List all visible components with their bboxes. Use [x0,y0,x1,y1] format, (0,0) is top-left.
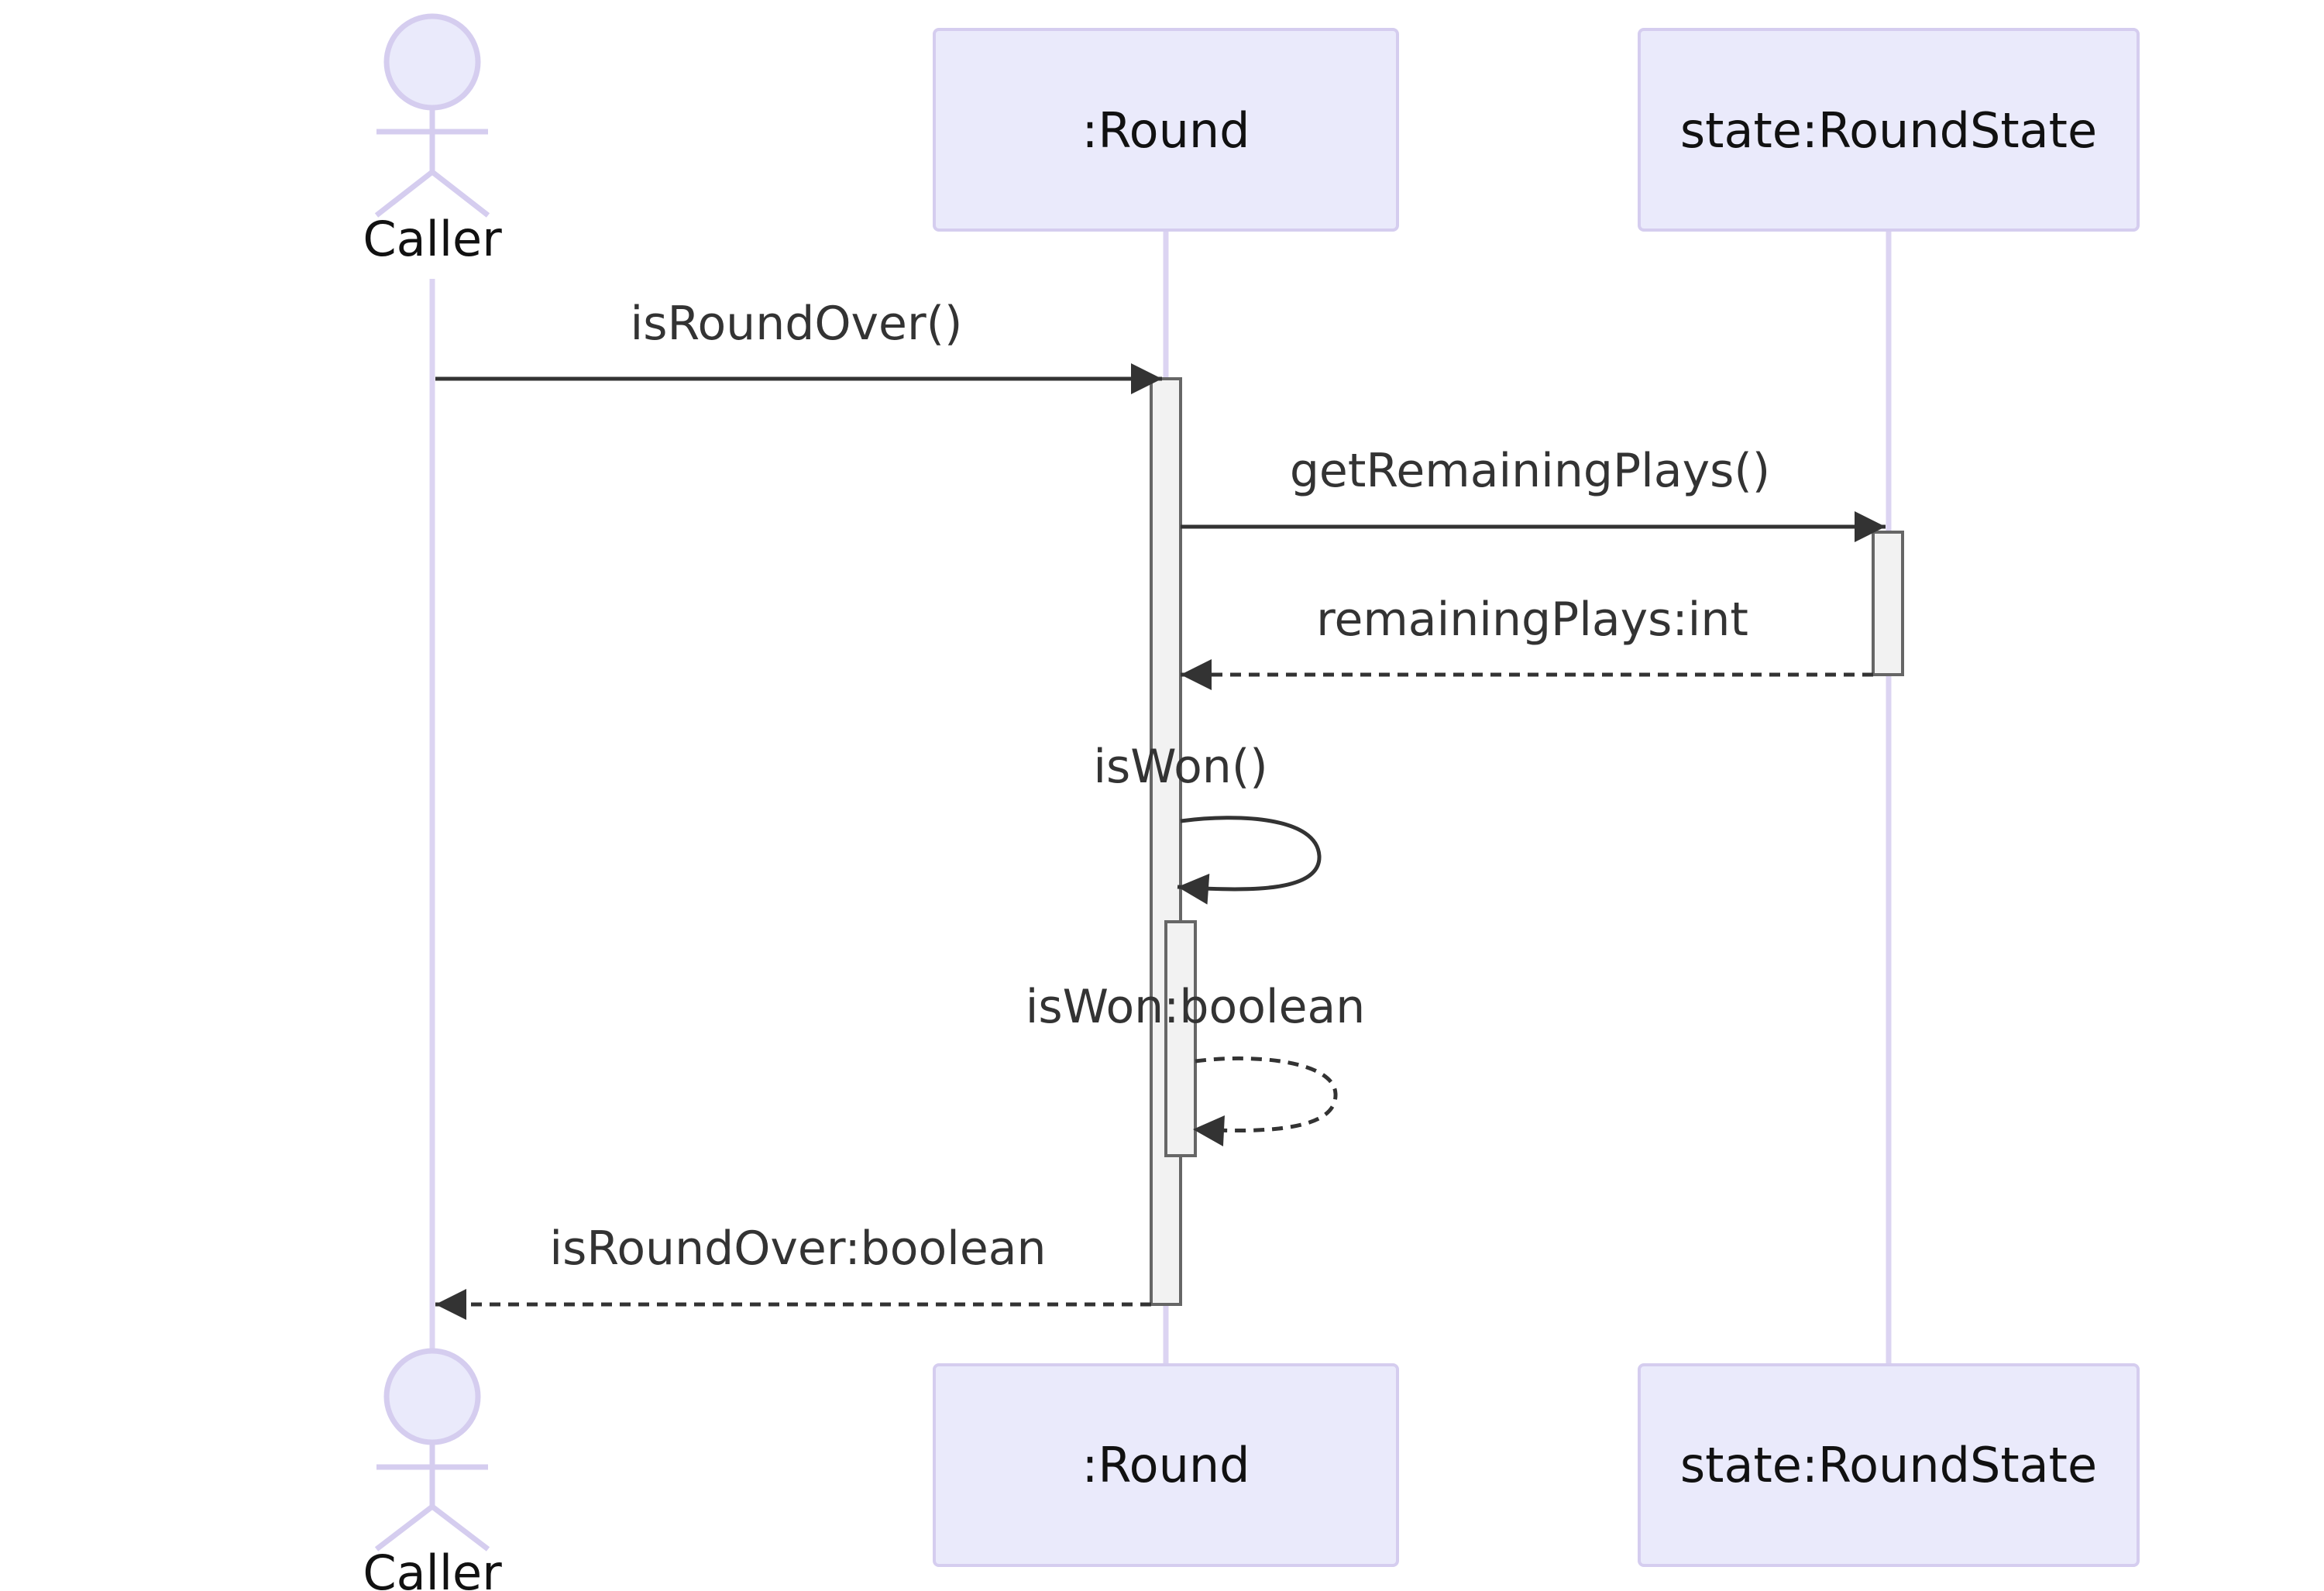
actor-caller-bottom: Caller [363,1348,502,1591]
message-label: isWon:boolean [1026,980,1366,1034]
message-iswon-self: isWon() [1093,740,1322,905]
actor-label-caller-bottom: Caller [363,1545,502,1591]
activation-round-main [1150,377,1182,1306]
participant-label-state-bottom: state:RoundState [1680,1437,2097,1493]
participant-label-round-top: :Round [1081,102,1250,159]
message-iswon-return-self: isWon:boolean [1026,980,1366,1146]
actor-caller-top: Caller [363,13,502,267]
message-label: getRemainingPlays() [1290,444,1770,498]
actor-head-icon [383,13,481,111]
message-label: isRoundOver() [631,297,963,351]
message-label: isWon() [1093,740,1267,794]
participant-state-top: state:RoundState [1638,28,2140,232]
activation-round-nested [1164,920,1197,1157]
activation-state [1872,531,1904,676]
message-isroundover-return: isRoundOver:boolean [435,1222,1151,1320]
message-remainingplays-return: remainingPlays:int [1181,593,1873,690]
actor-label-caller-top: Caller [363,211,502,267]
actor-head-icon [383,1348,481,1445]
participant-label-state-top: state:RoundState [1680,102,2097,159]
message-label: remainingPlays:int [1316,593,1748,647]
participant-label-round-bottom: :Round [1081,1437,1250,1493]
message-label: isRoundOver:boolean [549,1222,1046,1276]
participant-state-bottom: state:RoundState [1638,1363,2140,1567]
message-getremainingplays: getRemainingPlays() [1181,444,1886,542]
participant-round-top: :Round [933,28,1399,232]
message-isroundover: isRoundOver() [435,297,1162,394]
participant-round-bottom: :Round [933,1363,1399,1567]
